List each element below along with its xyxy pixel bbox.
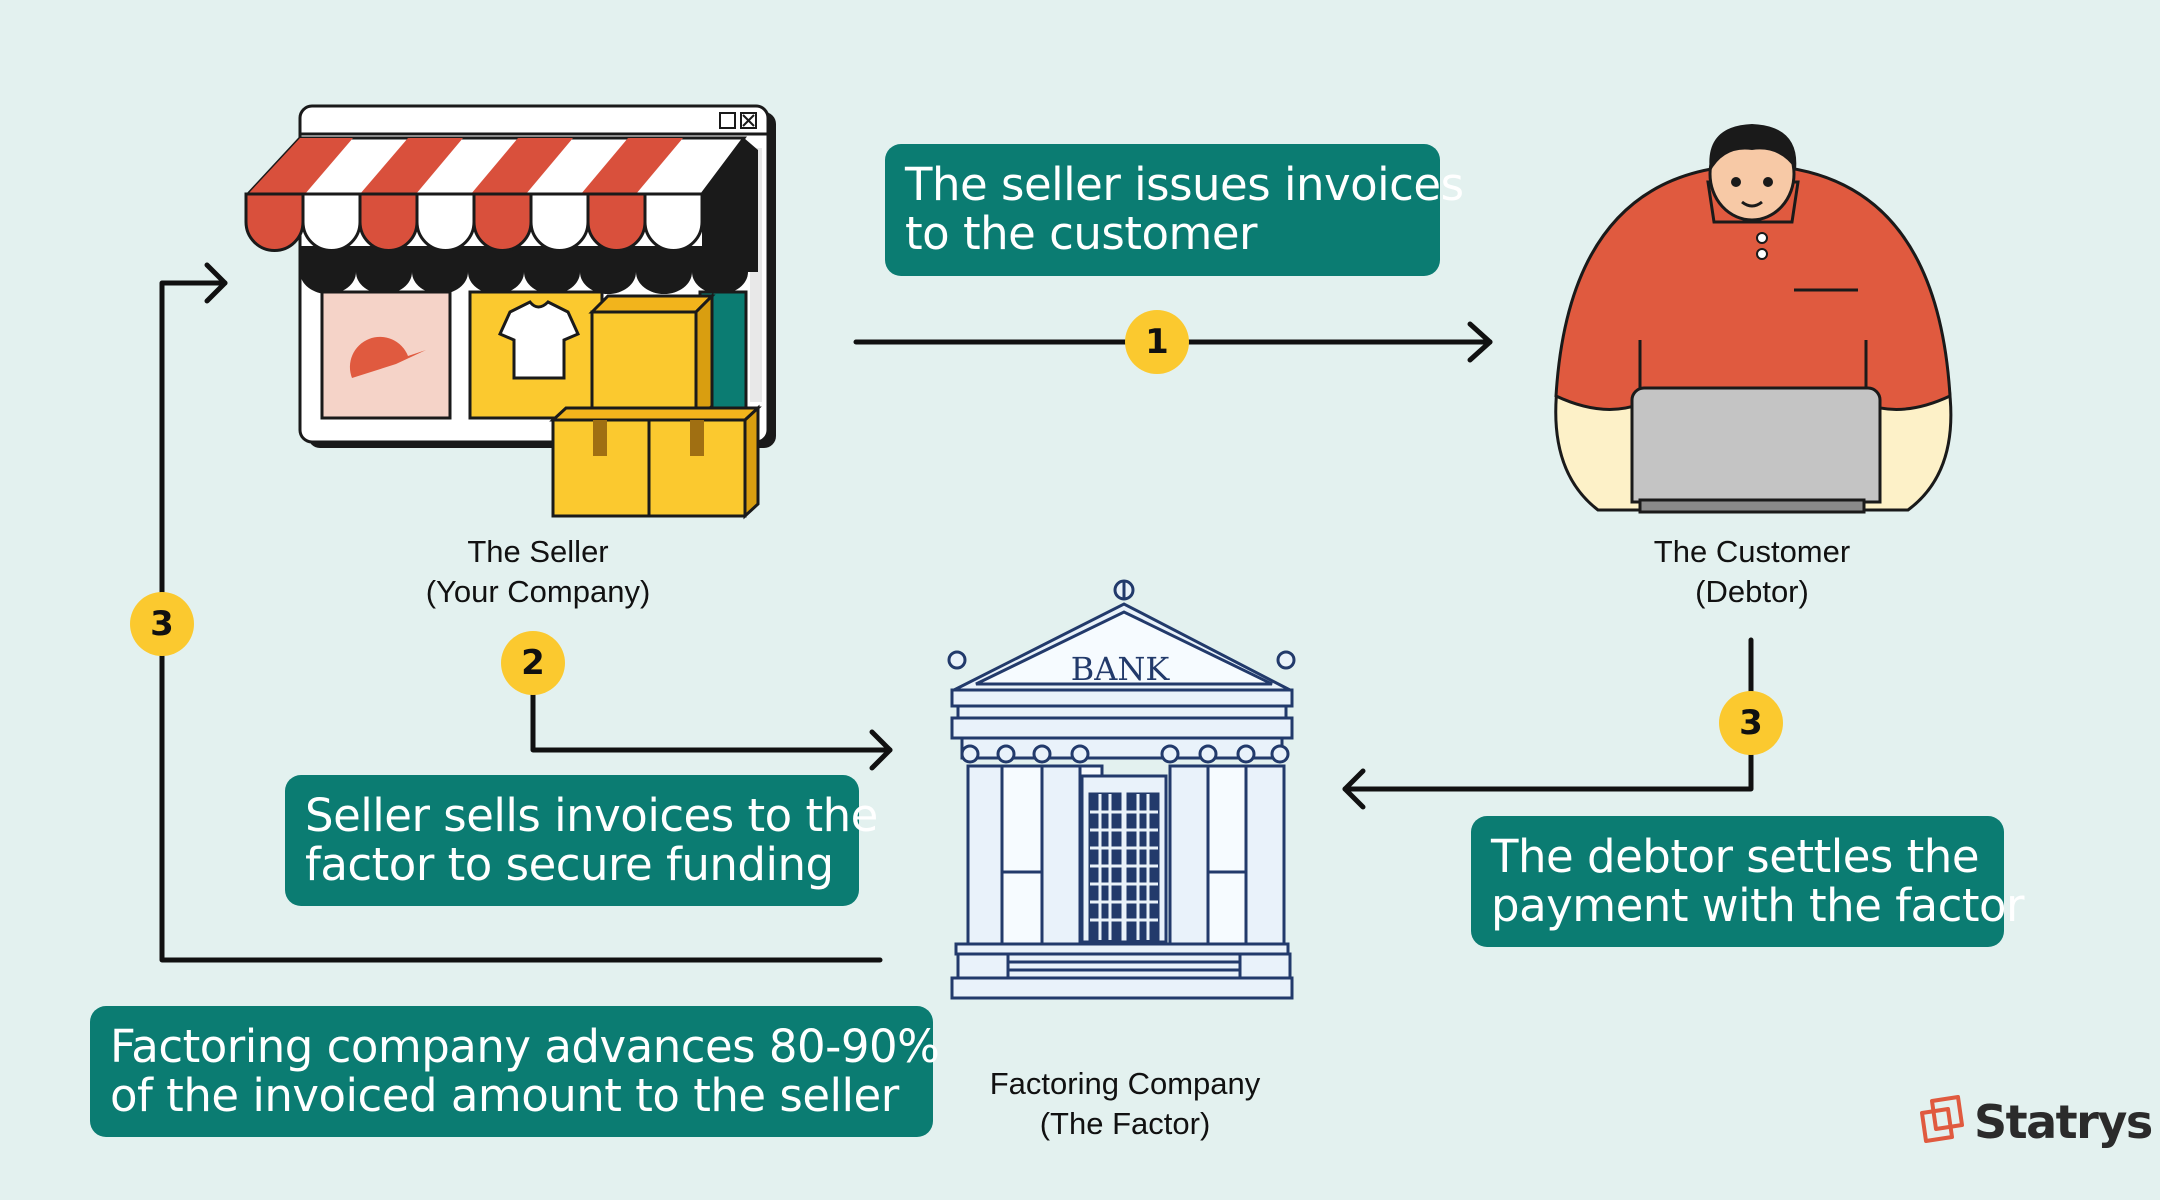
arrow-customer-to-factor	[1342, 637, 1754, 810]
callout-debtor-settles-line-1: The debtor settles the	[1491, 830, 1980, 883]
customer-label-line-1: The Customer	[1653, 534, 1851, 569]
customer-label-line-2: (Debtor)	[1695, 574, 1809, 609]
factor-label-line-1: Factoring Company	[989, 1066, 1261, 1101]
bank-illustration	[947, 579, 1296, 1000]
callout-factor-advances: Factoring company advances 80-90% of the…	[90, 1006, 940, 1137]
bank-sign: BANK	[1071, 650, 1171, 688]
step-badge-3-customer: 3	[1719, 691, 1783, 755]
factor-label-line-2: (The Factor)	[1039, 1106, 1211, 1141]
step-badge-3-factor: 3	[130, 592, 194, 656]
callout-factor-advances-line-2: of the invoiced amount to the seller	[110, 1069, 899, 1122]
brand-logo: Statrys	[1918, 1095, 2153, 1149]
callout-factor-advances-line-1: Factoring company advances 80-90%	[110, 1020, 940, 1073]
seller-label-line-2: (Your Company)	[425, 574, 651, 609]
shop-illustration	[244, 104, 776, 520]
callout-issue-invoices-line-2: to the customer	[905, 207, 1258, 260]
callout-debtor-settles: The debtor settles the payment with the …	[1471, 816, 2025, 947]
callout-issue-invoices: The seller issues invoices to the custom…	[885, 144, 1464, 276]
step-badge-2: 2	[501, 631, 565, 695]
arrow-seller-to-factor	[530, 689, 893, 771]
statrys-logo-icon	[1920, 1095, 1964, 1143]
brand-name: Statrys	[1974, 1095, 2153, 1149]
callout-sell-invoices-line-2: factor to secure funding	[305, 838, 834, 891]
callout-issue-invoices-line-1: The seller issues invoices	[905, 158, 1464, 211]
callout-debtor-settles-line-2: payment with the factor	[1491, 879, 2025, 932]
seller-label-line-1: The Seller	[467, 534, 609, 569]
callout-sell-invoices-line-1: Seller sells invoices to the	[305, 789, 878, 842]
callout-sell-invoices: Seller sells invoices to the factor to s…	[285, 775, 878, 906]
customer-illustration	[1554, 124, 1953, 514]
factor-label: Factoring Company (The Factor)	[945, 1064, 1305, 1144]
seller-label: The Seller (Your Company)	[388, 532, 688, 612]
customer-label: The Customer (Debtor)	[1602, 532, 1902, 612]
step-badge-1: 1	[1125, 310, 1189, 374]
